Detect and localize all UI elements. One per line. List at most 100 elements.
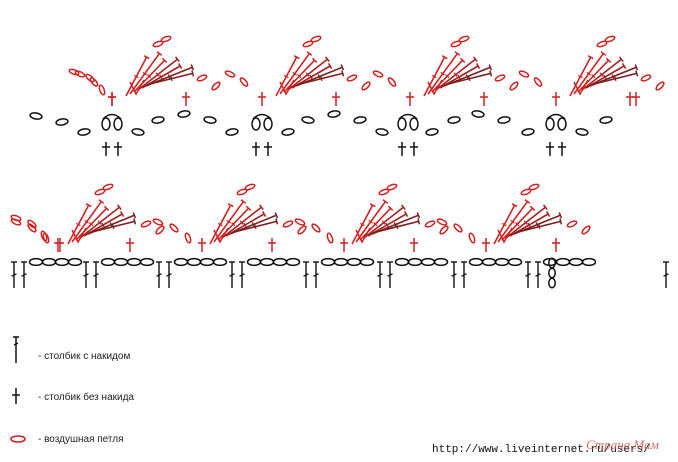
fan-double-crochet [101,222,105,228]
fan-double-crochet [382,199,389,204]
chain-stitch [310,35,322,43]
chain-stitch [281,128,295,136]
chain-stitch [439,225,449,235]
source-url: http://www.liveinternet.ru/users/ [432,444,650,456]
chain-stitch [458,35,470,43]
double-crochet-icon [13,336,19,363]
fan-double-crochet [75,222,81,227]
fan-double-crochet [586,71,591,76]
double-crochet [313,273,319,277]
fan-double-crochet [177,63,183,69]
chain-stitch [568,257,584,267]
fan-double-crochet [320,76,323,82]
legend-label-double-crochet: - столбик с накидом [38,351,131,362]
chain-stitch [468,257,484,267]
fan-double-crochet [431,74,437,79]
fan-double-crochet [231,222,236,227]
chain-stitch [453,223,463,233]
chain-stitch [285,257,301,267]
fan-double-crochet [515,222,520,227]
fan-double-crochet [119,211,125,217]
fan-double-crochet [97,220,102,225]
double-crochet [461,273,467,277]
fan-double-crochet [440,71,445,76]
fan-double-crochet [142,71,147,76]
chain-stitch [333,257,349,267]
fan-double-crochet [309,74,313,80]
chain-stitch [224,70,236,78]
fan-double-crochet [311,57,318,63]
watermark-logo: Страна Мам [586,437,659,452]
chain-stitch [326,232,334,244]
fan-double-crochet [634,64,639,71]
fan-join [427,79,443,96]
fan-double-crochet [133,218,137,225]
chain-stitch [246,257,262,267]
chain-stitch [225,128,239,136]
chain-stitch [89,77,99,87]
chain-stitch [160,35,172,43]
fan-double-crochet [387,205,394,211]
fan-double-crochet [559,218,563,225]
chain-stitch [566,220,578,228]
double-crochet [21,273,27,277]
chain-stitch [101,117,111,131]
double-crochet [239,273,245,277]
fan-double-crochet [227,203,234,208]
chain-stitch [533,77,543,87]
chain-stitch [481,257,497,267]
chain-stitch [394,257,410,267]
chain-stitch [507,257,523,267]
fan-double-crochet [417,218,421,225]
chain-stitch [29,112,43,120]
fan-double-crochet [600,51,607,56]
chain-stitch [409,117,419,131]
chain-stitch [177,110,191,118]
fan-double-crochet [501,222,507,227]
chain-stitch [575,128,589,136]
double-crochet [377,273,383,277]
fan-double-crochet [393,222,397,228]
chain-stitch [151,116,165,124]
fan-double-crochet [156,51,163,56]
chain-stitch [113,117,123,131]
chain-stitch [555,257,571,267]
fan-double-crochet [368,219,373,224]
chain-stitch [655,81,665,91]
fan-double-crochet [400,204,406,211]
fan-join [71,227,87,244]
chain-stitch [10,214,22,222]
fan-double-crochet [510,219,515,224]
chain-stitch [353,116,367,124]
chain-stitch [397,117,407,131]
fan-double-crochet [133,74,139,79]
chain-stitch [282,220,294,228]
chain-stitch [327,110,341,118]
chain-stitch [301,116,315,124]
double-crochet [525,273,531,277]
fan-double-crochet [524,199,531,204]
fan-join [213,227,229,244]
fan-double-crochet [341,70,345,77]
fan-double-crochet [243,222,247,228]
fan-double-crochet [109,222,113,228]
double-crochet [83,273,89,277]
chain-stitch [186,257,202,267]
fan-double-crochet [457,74,461,80]
fan-double-crochet [239,220,244,225]
chain-stitch [424,220,436,228]
fan-double-crochet [621,63,627,69]
fan-double-crochet [618,56,624,63]
fan-join [497,227,513,244]
chain-stitch [67,257,83,267]
chain-stitch [100,257,116,267]
chain-stitch [361,81,371,91]
chain-stitch [372,70,384,78]
fan-double-crochet [369,203,376,208]
double-crochet [11,273,17,277]
double-crochet [166,273,172,277]
chain-stitch [548,277,556,289]
single-crochet-icon [12,388,20,404]
chain-stitch [42,232,50,244]
fan-double-crochet [441,55,448,60]
